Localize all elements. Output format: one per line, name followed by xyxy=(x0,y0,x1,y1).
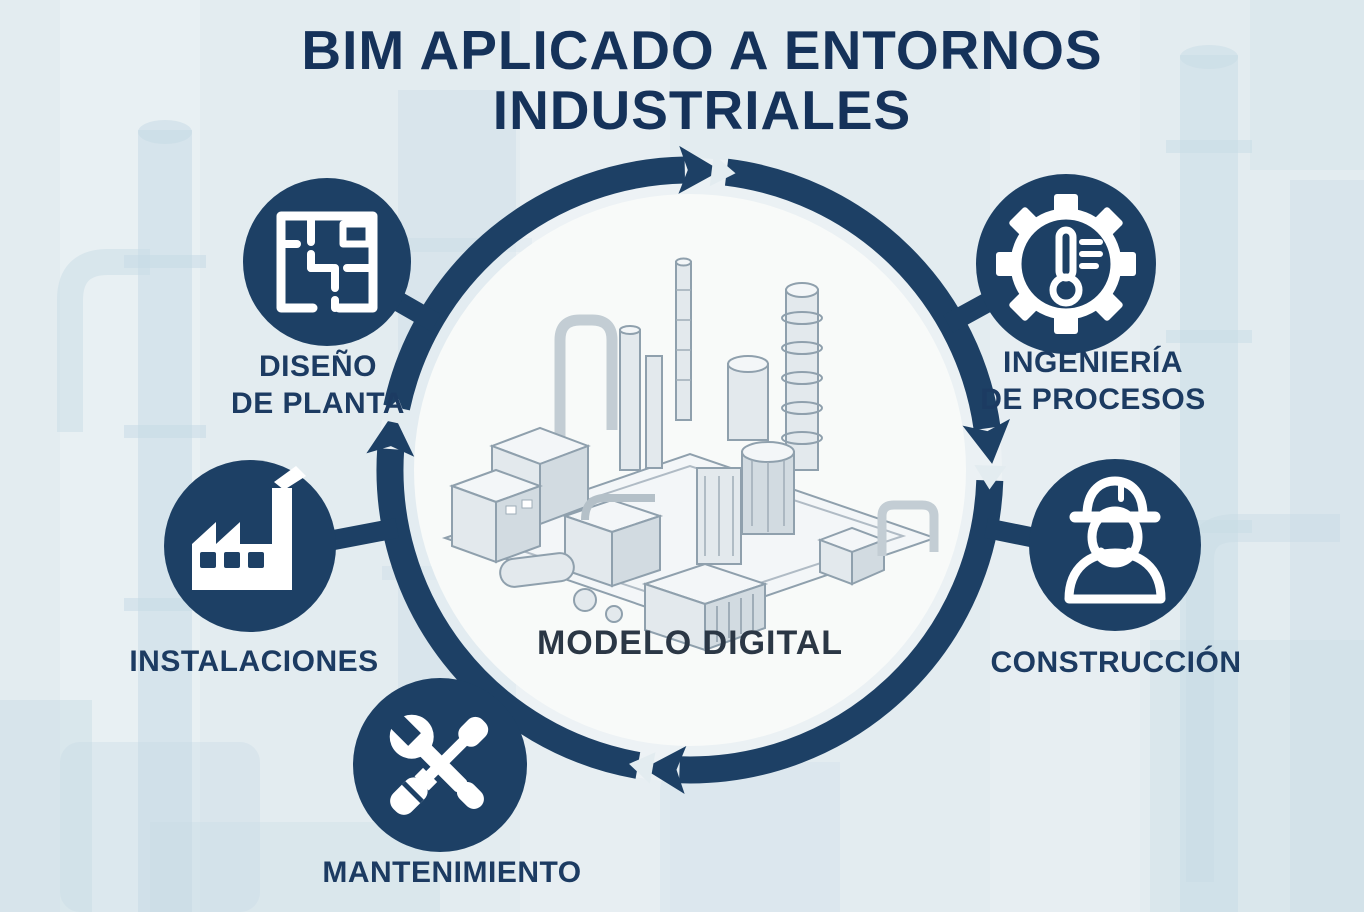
plant-column xyxy=(619,329,641,471)
ring-segment-top-right xyxy=(724,158,1001,431)
ring-segment-bottom-left xyxy=(376,448,641,779)
bg-tower-right-cap xyxy=(1180,45,1238,69)
bg-block xyxy=(1150,640,1364,912)
plant-chimney-top xyxy=(675,257,692,267)
page-title: BIM APLICADO A ENTORNOS INDUSTRIALES xyxy=(301,20,1102,140)
bg-tower-left-cap xyxy=(138,120,192,144)
construction-worker-icon xyxy=(1064,476,1166,604)
arrowhead-top xyxy=(678,145,721,194)
ring-segment-bottom-right xyxy=(679,480,1004,784)
label-construccion: CONSTRUCCIÓN xyxy=(990,646,1242,679)
factory-window xyxy=(224,552,240,568)
tail-notch xyxy=(709,154,736,187)
tail-notch xyxy=(377,398,410,426)
plant-pipe-bridge xyxy=(581,494,655,521)
plant-ring xyxy=(781,311,823,325)
center-model-label: MODELO DIGITAL xyxy=(536,624,844,662)
worker-head xyxy=(1087,506,1143,568)
page-title-line1: BIM APLICADO A ENTORNOS xyxy=(301,19,1103,81)
bg-flange xyxy=(1166,140,1252,153)
node-construccion xyxy=(1029,459,1201,631)
bg-pipe-elbow-left xyxy=(57,249,150,432)
isometric-plant-illustration xyxy=(441,257,939,652)
worker-shoulders xyxy=(1064,548,1166,604)
plant-window xyxy=(505,505,517,515)
factory-body xyxy=(192,488,292,590)
plant-horizontal-tank xyxy=(499,552,575,588)
plant-small-tank xyxy=(573,588,597,612)
node-instalaciones xyxy=(164,460,336,632)
plant-warehouse-right xyxy=(704,582,766,652)
plant-chimney xyxy=(675,261,692,421)
arrowhead-bottom xyxy=(643,746,687,794)
gear-ring xyxy=(1010,208,1122,320)
tail-notch xyxy=(974,464,1007,490)
node-circle-diseno xyxy=(243,178,411,346)
hard-hat-dome xyxy=(1082,476,1148,520)
node-mantenimiento xyxy=(353,678,527,852)
plant-smallbox-right xyxy=(851,538,885,586)
plant-structure-lines xyxy=(704,476,734,556)
plant-tank xyxy=(727,363,769,441)
plant-tank-top xyxy=(727,355,769,373)
factory-smoke xyxy=(274,466,306,490)
plant-banded-column-top xyxy=(785,282,819,298)
plant-right-pipe xyxy=(877,500,939,556)
factory-window xyxy=(248,552,264,568)
plant-ring xyxy=(781,371,823,385)
label-diseno-de-planta: DISEÑO DE PLANTA xyxy=(231,350,405,420)
plant-ring xyxy=(781,341,823,355)
tail-notch xyxy=(629,752,656,784)
plant-machine-right xyxy=(611,514,661,588)
bg-pipe-bottom xyxy=(660,762,840,912)
page-title-line2: INDUSTRIALES xyxy=(492,79,912,141)
label-instalaciones: INSTALACIONES xyxy=(129,645,379,678)
arrowhead-right xyxy=(962,418,1011,464)
bg-block xyxy=(0,700,92,912)
thermometer-bulb xyxy=(1049,273,1083,307)
bg-flange xyxy=(1166,330,1252,343)
factory-window xyxy=(200,552,216,568)
wrench-jaw-slot xyxy=(382,707,421,746)
node-ingenieria-de-procesos xyxy=(976,174,1156,354)
bg-block xyxy=(1250,0,1364,170)
screwdriver-handle-band xyxy=(401,781,424,804)
plant-ring xyxy=(781,431,823,445)
arrowhead-left xyxy=(366,413,415,457)
bg-column-right xyxy=(1290,180,1364,912)
bg-flange xyxy=(124,425,206,438)
thermometer-ticks xyxy=(1079,239,1103,269)
bg-tank xyxy=(60,742,260,912)
cycle-ring xyxy=(366,145,1011,794)
floor-plan-icon xyxy=(276,211,378,313)
factory-icon xyxy=(192,466,306,590)
node-diseno-de-planta xyxy=(243,178,411,346)
label-ingenieria-de-procesos: INGENIERÍA DE PROCESOS xyxy=(980,346,1206,416)
plant-ring xyxy=(781,401,823,415)
plant-column xyxy=(645,355,663,469)
plant-column-top xyxy=(619,325,641,335)
wrench-screwdriver-icon xyxy=(382,707,489,815)
plant-window xyxy=(521,499,533,509)
bg-pipe-elbow-right xyxy=(1186,514,1340,882)
plant-big-cylinder-top xyxy=(741,441,795,463)
plant-cylinder-hatch xyxy=(751,460,785,532)
plant-small-tank xyxy=(605,605,623,623)
plant-u-pipe xyxy=(554,314,618,440)
bg-band xyxy=(990,0,1140,912)
plant-banded-column xyxy=(785,289,819,471)
plant-warehouse-stripes xyxy=(716,594,754,642)
bg-tower-right xyxy=(1180,55,1238,912)
label-mantenimiento: MANTENIMIENTO xyxy=(322,856,582,889)
screwdriver xyxy=(390,716,489,815)
gear-thermometer-icon xyxy=(996,194,1136,334)
plant-chimney-bands xyxy=(676,289,691,381)
ring-segment-top-left xyxy=(383,156,686,411)
